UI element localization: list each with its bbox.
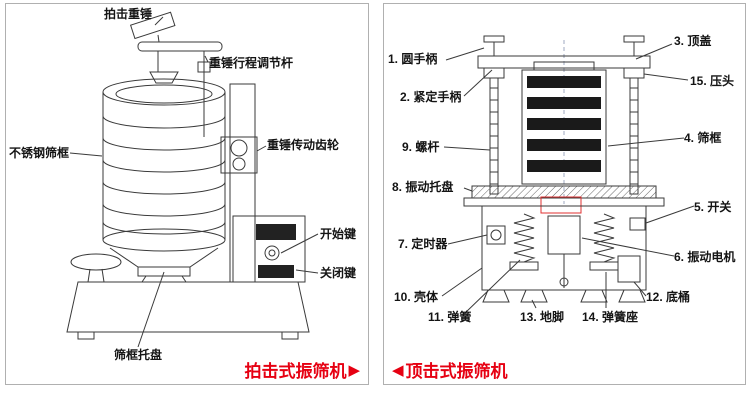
- label-shell: 10. 壳体: [394, 290, 439, 304]
- label-press-head: 15. 压头: [690, 74, 735, 88]
- label-spring: 11. 弹簧: [428, 310, 472, 324]
- right-caption: ◀顶击式振筛机: [392, 357, 508, 382]
- label-foot: 13. 地脚: [520, 310, 565, 324]
- label-screw-rod: 9. 螺杆: [402, 140, 440, 154]
- left-caption: 拍击式振筛机▶: [244, 357, 360, 382]
- label-drive-gear: 重锤传动齿轮: [267, 138, 340, 152]
- right-caption-text: 顶击式振筛机: [405, 362, 508, 381]
- label-spring-seat: 14. 弹簧座: [582, 310, 639, 324]
- top-strike-machine-panel: 1. 圆手柄 2. 紧定手柄 3. 顶盖 15. 压头 9. 螺杆 4. 筛框 …: [383, 3, 746, 385]
- label-stroke-rod: 重锤行程调节杆: [209, 56, 294, 70]
- label-top-cover: 3. 顶盖: [674, 34, 712, 48]
- label-close-key: 关闭键: [320, 266, 357, 280]
- label-frame-tray: 筛框托盘: [114, 348, 163, 362]
- left-caption-text: 拍击式振筛机: [244, 362, 347, 381]
- label-timer: 7. 定时器: [398, 237, 448, 251]
- label-round-handle: 1. 圆手柄: [388, 52, 438, 66]
- label-bottom-tub: 12. 底桶: [646, 290, 691, 304]
- label-sieve-frame-2: 4. 筛框: [684, 131, 722, 145]
- slap-machine-drawing: [66, 11, 319, 348]
- label-switch: 5. 开关: [694, 200, 732, 214]
- label-vibration-tray: 8. 振动托盘: [392, 180, 454, 194]
- right-triangle-icon: ▶: [348, 361, 360, 379]
- left-triangle-icon: ◀: [392, 361, 404, 379]
- label-lock-handle: 2. 紧定手柄: [400, 90, 462, 104]
- label-start-key: 开始键: [320, 227, 357, 241]
- slap-machine-panel: 拍击重锤 重锤行程调节杆 不锈钢筛框 重锤传动齿轮 开始键 关闭键 筛框托盘 拍…: [5, 3, 369, 385]
- top-strike-machine-drawing: [441, 35, 695, 315]
- label-slap-hammer: 拍击重锤: [104, 7, 153, 21]
- label-sieve-frame: 不锈钢筛框: [9, 146, 70, 160]
- label-vibration-motor: 6. 振动电机: [674, 250, 736, 264]
